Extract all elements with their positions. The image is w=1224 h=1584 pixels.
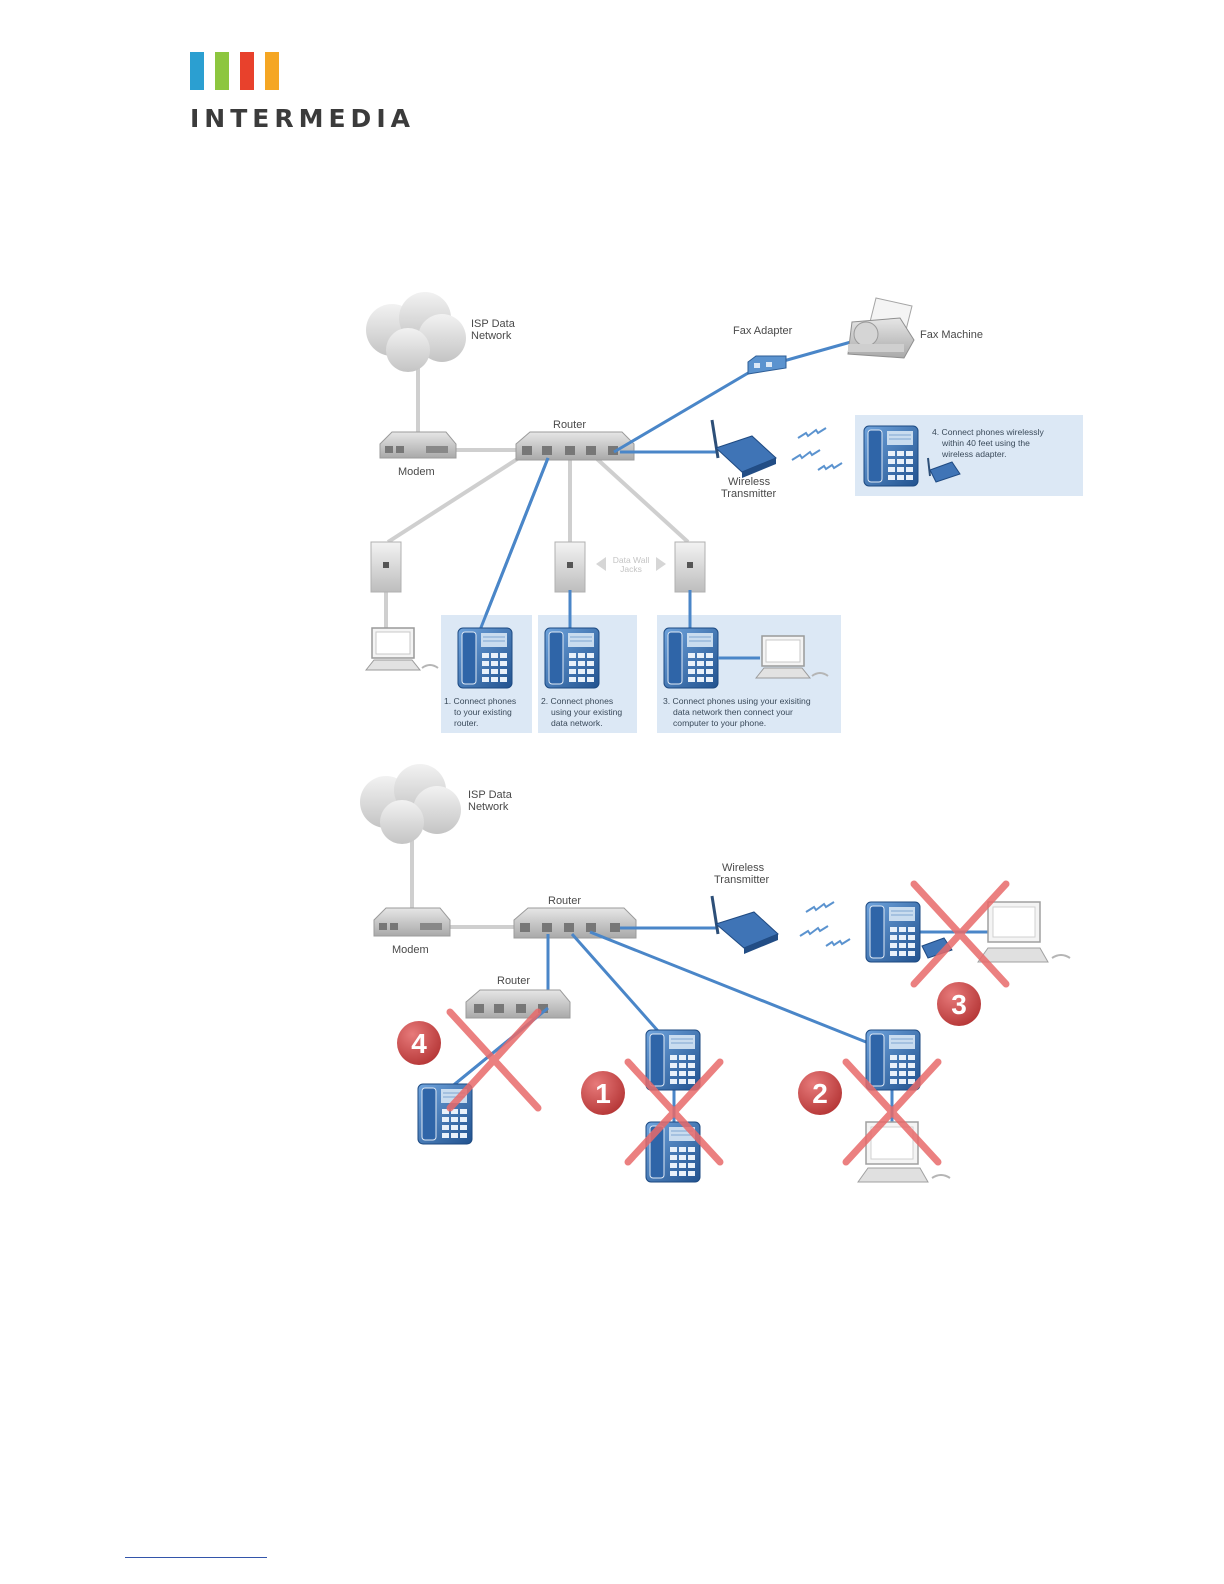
phone-icon [663,627,719,689]
caption-4-line-3: wireless adapter. [941,449,1007,459]
caption-2-line-1: 2. Connect phones [541,696,613,706]
diagram-bottom: ISP Data Network Modem Router [360,764,1071,1183]
badge-2: 2 [798,1071,842,1115]
wall-jack-icon [554,541,586,593]
phone-icon [863,425,919,487]
wireless-transmitter-icon [710,895,779,954]
router-label: Router [553,419,586,431]
wireless-adapter-icon [921,937,953,959]
fax-machine-label: Fax Machine [920,329,983,341]
wall-jack-icon [370,541,402,593]
badge-4: 4 [397,1021,441,1065]
router-icon [465,989,571,1019]
phone-icon [865,901,921,963]
wall-jack-icon [674,541,706,593]
caption-1-line-2: to your existing [454,707,512,717]
wireless-adapter-icon [927,457,961,483]
isp-cloud-icon [360,764,461,844]
router-icon [513,907,637,939]
computer-icon [977,901,1071,963]
fax-machine-icon [847,297,915,359]
laptop-icon [365,627,439,671]
fax-adapter-icon [747,355,787,375]
wall-jacks-label-2: Jacks [620,564,642,574]
svg-text:4: 4 [411,1028,427,1059]
wireless-transmitter-icon [710,419,777,478]
logo-bar-blue [190,52,204,90]
svg-text:2: 2 [812,1078,828,1109]
caption-1-line-3: router. [454,718,478,728]
cloud-label-1: ISP Data [471,318,516,330]
isp-cloud-icon [366,292,466,372]
caption-4-line-1: 4. Connect phones wirelessly [932,427,1044,437]
logo-bar-green [215,52,229,90]
caption-4-line-2: within 40 feet using the [941,438,1030,448]
router-label: Router [548,895,581,907]
modem-label: Modem [398,466,435,478]
diagram-top: ISP Data Network Modem Router [365,292,1083,733]
router-icon [515,431,635,461]
modem-icon [379,431,457,459]
modem-label: Modem [392,944,429,956]
caption-2-line-2: using your existing [551,707,622,717]
fax-adapter-label: Fax Adapter [733,325,793,337]
wireless-label-1: Wireless [722,862,765,874]
phone-icon [865,1029,921,1091]
logo-wordmark: INTERMEDIA [190,104,415,133]
svg-text:3: 3 [951,989,967,1020]
svg-text:1: 1 [595,1078,611,1109]
wireless-label-1: Wireless [728,476,771,488]
cloud-label-1: ISP Data [468,789,513,801]
caption-1-line-1: 1. Connect phones [444,696,516,706]
logo-bars [190,52,400,90]
caption-3-line-2: data network then connect your [673,707,793,717]
footer-link-underline [125,1557,267,1558]
caption-3-line-1: 3. Connect phones using your exisiting [663,696,811,706]
wireless-signal-icon [799,901,851,947]
caption-2-line-3: data network. [551,718,603,728]
phone-icon [457,627,513,689]
intermedia-logo: INTERMEDIA [190,52,415,142]
gray-cables [384,360,690,640]
x-marks [446,880,1010,1166]
wireless-label-2: Transmitter [714,874,770,886]
logo-bar-red [240,52,254,90]
blue-cables [478,338,859,660]
cloud-label-2: Network [471,330,512,342]
badge-1: 1 [581,1071,625,1115]
gray-cables [410,834,516,929]
caption-3-line-3: computer to your phone. [673,718,766,728]
phone-icon [645,1029,701,1091]
badge-3: 3 [937,982,981,1026]
wall-jacks-label-1: Data Wall [613,555,650,565]
logo-bar-orange [265,52,279,90]
wireless-label-2: Transmitter [721,488,777,500]
cloud-label-2: Network [468,801,509,813]
wall-jacks-arrows [596,557,666,571]
wireless-signal-icon [791,427,843,471]
phone-icon [544,627,600,689]
router2-label: Router [497,975,530,987]
modem-icon [373,907,451,937]
